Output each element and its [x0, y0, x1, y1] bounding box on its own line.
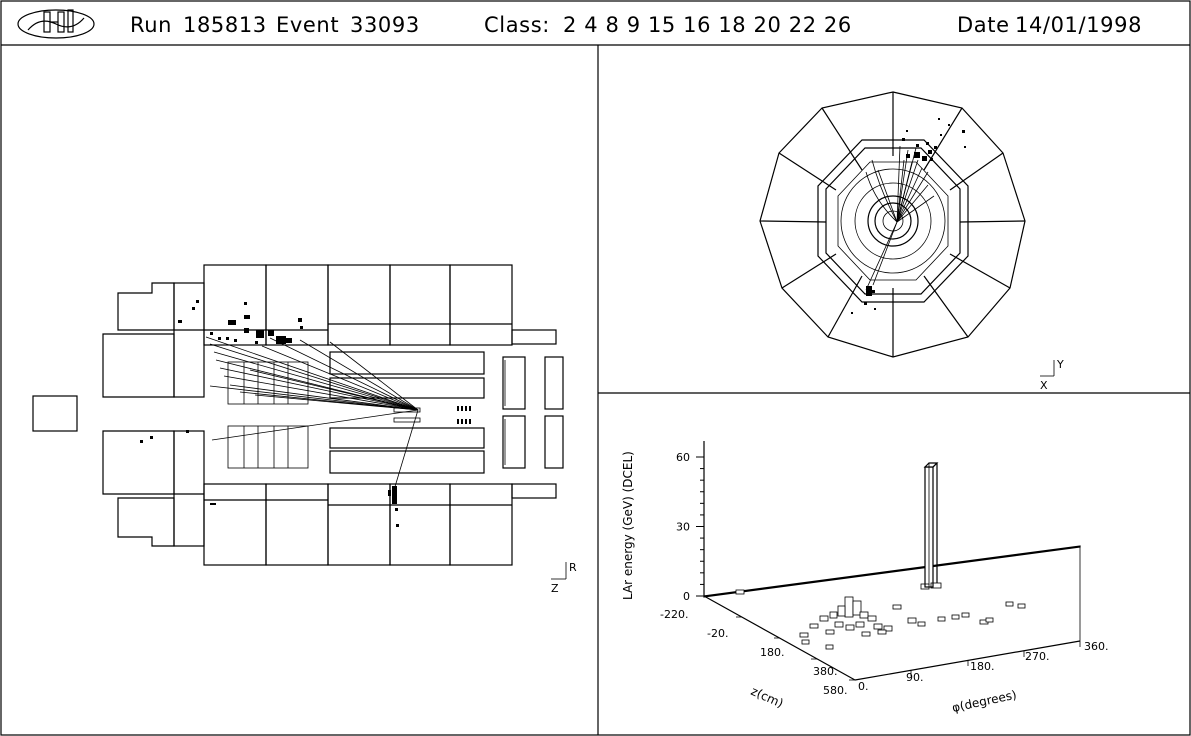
class-list: 2 4 8 9 15 16 18 20 22 26: [563, 13, 852, 37]
lego-peak-tower: [923, 462, 939, 588]
date-value: 14/01/1998: [1015, 13, 1142, 37]
z-tick: -20.: [707, 627, 728, 640]
axis-z-label: Z: [551, 582, 559, 595]
lego-y-label: LAr energy (GeV) (DCEL): [621, 451, 635, 600]
lar-lower-1: [203, 483, 267, 566]
tracks-radial: [865, 145, 935, 291]
phi-tick: 270.: [1025, 650, 1050, 663]
lego-y-ticks: 0 30 60: [676, 451, 704, 603]
date-label: Date: [957, 13, 1010, 37]
side-view-panel: R Z: [32, 264, 577, 595]
far-left-box: [32, 395, 78, 432]
lego-base-plane: [703, 545, 1081, 598]
axis-r-label: R: [569, 561, 577, 574]
tracks-side: [205, 336, 419, 491]
header: Run 185813 Event 33093 Class: 2 4 8 9 15…: [17, 9, 1142, 39]
lego-phi-axis-label: φ(degrees): [951, 688, 1018, 715]
phi-tick: 180.: [970, 660, 995, 673]
event-label: Event: [276, 13, 339, 37]
phi-tick: 90.: [906, 671, 924, 684]
lego-z-ticks: -220. -20. 180. 380. 580.: [660, 608, 848, 697]
xy-axis-indicator: Y X: [1040, 358, 1064, 392]
axis-x-label: X: [1040, 379, 1048, 392]
h1-logo: [17, 9, 95, 39]
lego-plot: 0 30 60 LAr energy (GeV) (DCEL) -220. -20.…: [621, 441, 1109, 715]
y-tick-label: 60: [676, 451, 690, 464]
event-number: 33093: [350, 13, 420, 37]
radial-deposits: [851, 118, 966, 314]
backward-lower: [102, 430, 175, 495]
lego-towers: [735, 462, 1026, 650]
backward-upper: [117, 282, 175, 331]
lego-phi-ticks: 0. 90. 180. 270. 360.: [858, 640, 1109, 693]
class-label: Class:: [484, 13, 550, 37]
axis-y-label: Y: [1056, 358, 1064, 371]
lego-z-axis-label: z(cm): [749, 684, 786, 711]
phi-tick: 360.: [1084, 640, 1109, 653]
z-tick: -220.: [660, 608, 688, 621]
rz-axis-indicator: R Z: [551, 561, 577, 595]
z-tick: 180.: [760, 646, 785, 659]
z-tick: 580.: [823, 684, 848, 697]
run-label: Run: [130, 13, 172, 37]
radial-view-panel: Y X: [759, 91, 1064, 392]
y-tick-label: 0: [683, 590, 690, 603]
run-number: 185813: [183, 13, 267, 37]
y-tick-label: 30: [676, 521, 690, 534]
z-tick: 380.: [813, 665, 838, 678]
side-deposits: [140, 300, 399, 527]
phi-tick: 0.: [858, 680, 869, 693]
